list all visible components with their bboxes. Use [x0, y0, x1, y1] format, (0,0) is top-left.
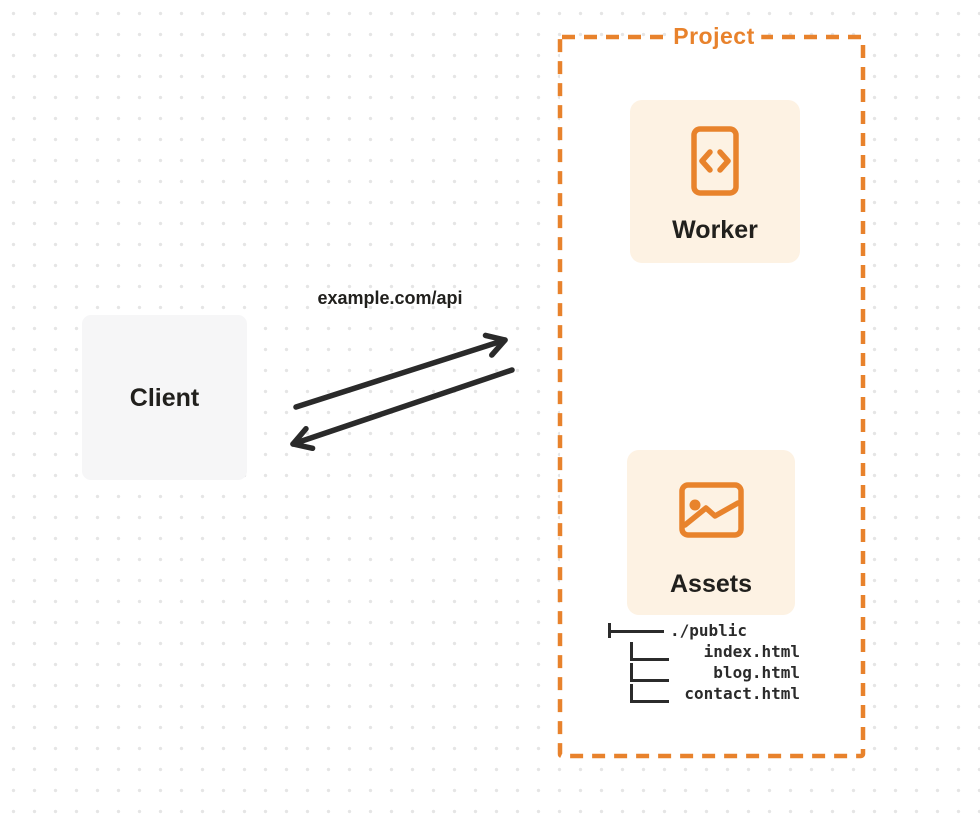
assets-node: Assets: [627, 450, 795, 615]
tree-branch-line-glyph: [608, 630, 664, 633]
tree-file-label: index.html: [703, 642, 800, 661]
tree-elbow-glyph: [630, 684, 669, 703]
file-tree: ./public index.html blog.html contact.ht…: [604, 620, 804, 704]
file-tree-row: index.html: [604, 641, 804, 662]
tree-elbow-glyph: [630, 642, 669, 661]
assets-label: Assets: [670, 570, 752, 598]
project-label: Project: [666, 21, 762, 51]
tree-elbow-glyph: [630, 663, 669, 682]
file-tree-root-row: ./public: [604, 620, 804, 641]
tree-root-label: ./public: [670, 621, 748, 640]
tree-file-label: contact.html: [684, 684, 800, 703]
request-url-label: example.com/api: [317, 288, 463, 308]
code-document-icon: [691, 126, 739, 201]
worker-node: Worker: [630, 100, 800, 263]
file-tree-row: blog.html: [604, 662, 804, 683]
client-node: Client: [82, 315, 247, 480]
file-tree-row: contact.html: [604, 683, 804, 704]
tree-file-label: blog.html: [713, 663, 800, 682]
client-label: Client: [129, 383, 200, 412]
request-arrow: [293, 332, 508, 410]
image-icon: [678, 482, 744, 543]
worker-label: Worker: [672, 216, 758, 244]
response-arrow: [290, 367, 515, 452]
